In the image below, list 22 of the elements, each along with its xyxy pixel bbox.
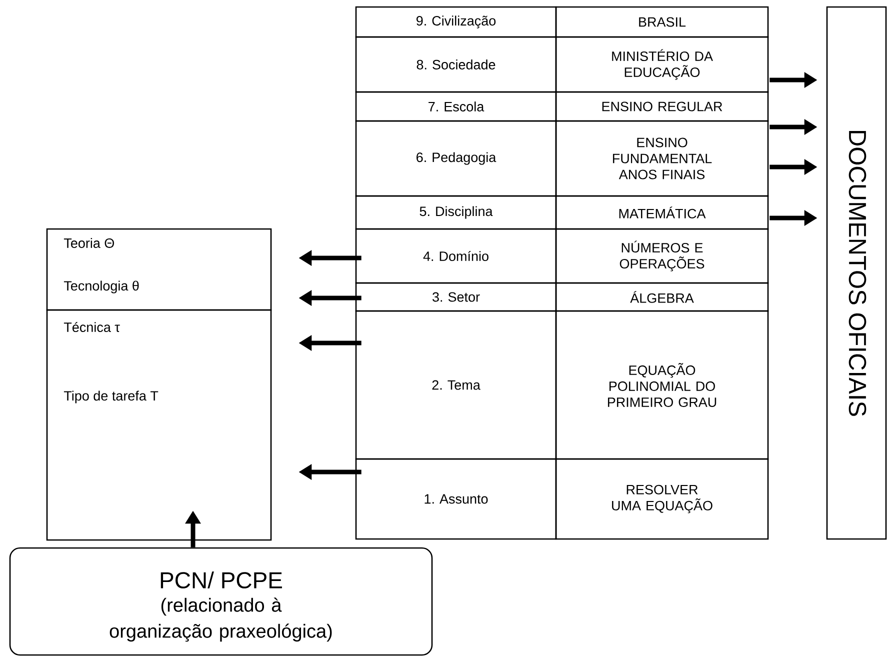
- table-cell: EQUAÇÃO POLINOMIAL DO PRIMEIRO GRAU: [555, 310, 769, 460]
- table-cell: 4. Domínio: [355, 228, 557, 284]
- box-section: Técnica τ Tipo de tarefa T: [46, 309, 272, 541]
- table-cell: 9. Civilização: [355, 6, 557, 38]
- table-cell: 3. Setor: [355, 282, 557, 312]
- box-section: Teoria Θ Tecnologia θ: [46, 228, 272, 311]
- table-cell: 6. Pedagogia: [355, 120, 557, 197]
- table-cell: RESOLVER UMA EQUAÇÃO: [555, 458, 769, 540]
- document-box: DOCUMENTOS OFICIAIS: [826, 6, 887, 540]
- table-cell: ENSINO REGULAR: [555, 91, 769, 122]
- table-cell: 1. Assunto: [355, 458, 557, 540]
- rounded-box: PCN/ PCPE (relacionado à organização praxeológica): [9, 547, 433, 656]
- table-cell: ENSINO FUNDAMENTAL ANOS FINAIS: [555, 120, 769, 197]
- table-cell: MINISTÉRIO DA EDUCAÇÃO: [555, 36, 769, 93]
- table-cell: 7. Escola: [355, 91, 557, 122]
- table-cell: 8. Sociedade: [355, 36, 557, 93]
- table-cell: 5. Disciplina: [355, 195, 557, 230]
- table-cell: ÁLGEBRA: [555, 282, 769, 312]
- table-cell: NÚMEROS E OPERAÇÕES: [555, 228, 769, 284]
- table-cell: MATEMÁTICA: [555, 195, 769, 230]
- table-cell: 2. Tema: [355, 310, 557, 460]
- table-cell: BRASIL: [555, 6, 769, 38]
